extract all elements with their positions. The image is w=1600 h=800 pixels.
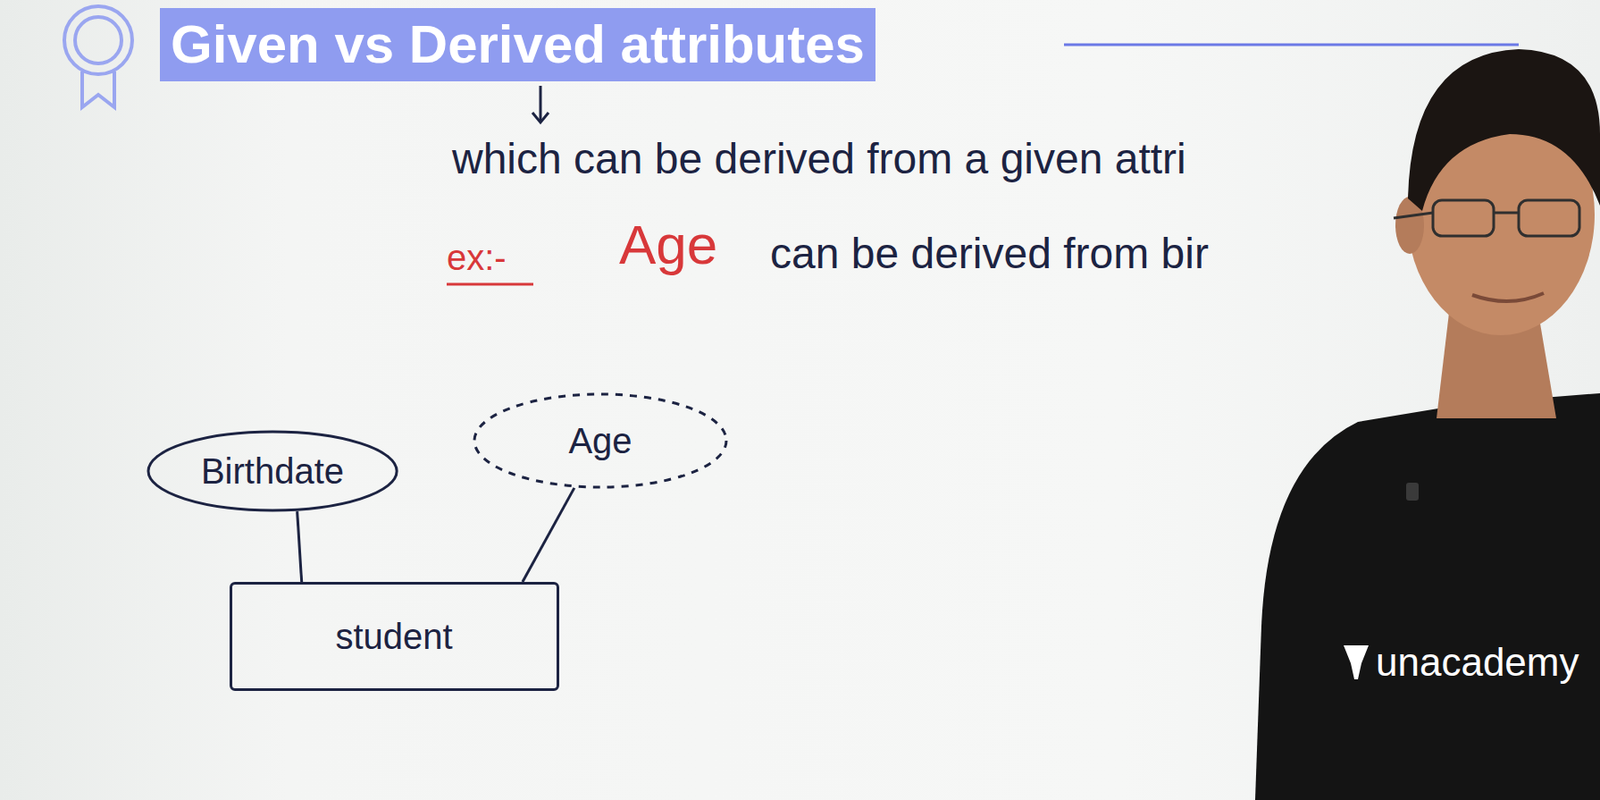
definition-text: which can be derived from a given attri (452, 134, 1187, 184)
mouth (1472, 293, 1544, 302)
glasses-lens (1518, 200, 1580, 236)
highlight-word: Age (619, 212, 718, 277)
microphone (1406, 482, 1419, 501)
glasses-lens (1432, 200, 1494, 236)
node-label: Birthdate (201, 451, 344, 492)
title-rule (1063, 43, 1519, 47)
hair (1407, 49, 1600, 211)
derived-attribute-ellipse: Age (472, 392, 729, 489)
node-label: student (335, 616, 453, 657)
connector-line (522, 487, 575, 582)
medal-inner (75, 16, 122, 64)
ellipse-outline (148, 431, 397, 511)
medal-ring (64, 6, 133, 75)
logo-mark (1343, 645, 1369, 679)
connector-line (297, 510, 302, 582)
medal-ribbon (82, 71, 115, 108)
entity-box: student (229, 581, 560, 691)
example-text: can be derived from bir (770, 228, 1209, 278)
node-label: Age (568, 420, 632, 461)
glasses-bridge (1493, 211, 1519, 215)
dashed-ellipse (474, 393, 727, 487)
shirt (1255, 393, 1600, 800)
glasses (1393, 200, 1580, 236)
arrow-shaft (539, 85, 543, 122)
presenter (1255, 49, 1600, 800)
title-banner: Given vs Derived attributes (159, 8, 876, 82)
shirt-logo-text: unacademy (1375, 639, 1579, 685)
arrow-head (532, 112, 549, 123)
medal-icon (64, 6, 133, 108)
glasses-temple (1393, 212, 1433, 218)
pointer-arrow (532, 85, 549, 123)
underline (446, 283, 534, 286)
attribute-ellipse: Birthdate (146, 429, 399, 512)
example-marker: ex:- (446, 237, 507, 278)
